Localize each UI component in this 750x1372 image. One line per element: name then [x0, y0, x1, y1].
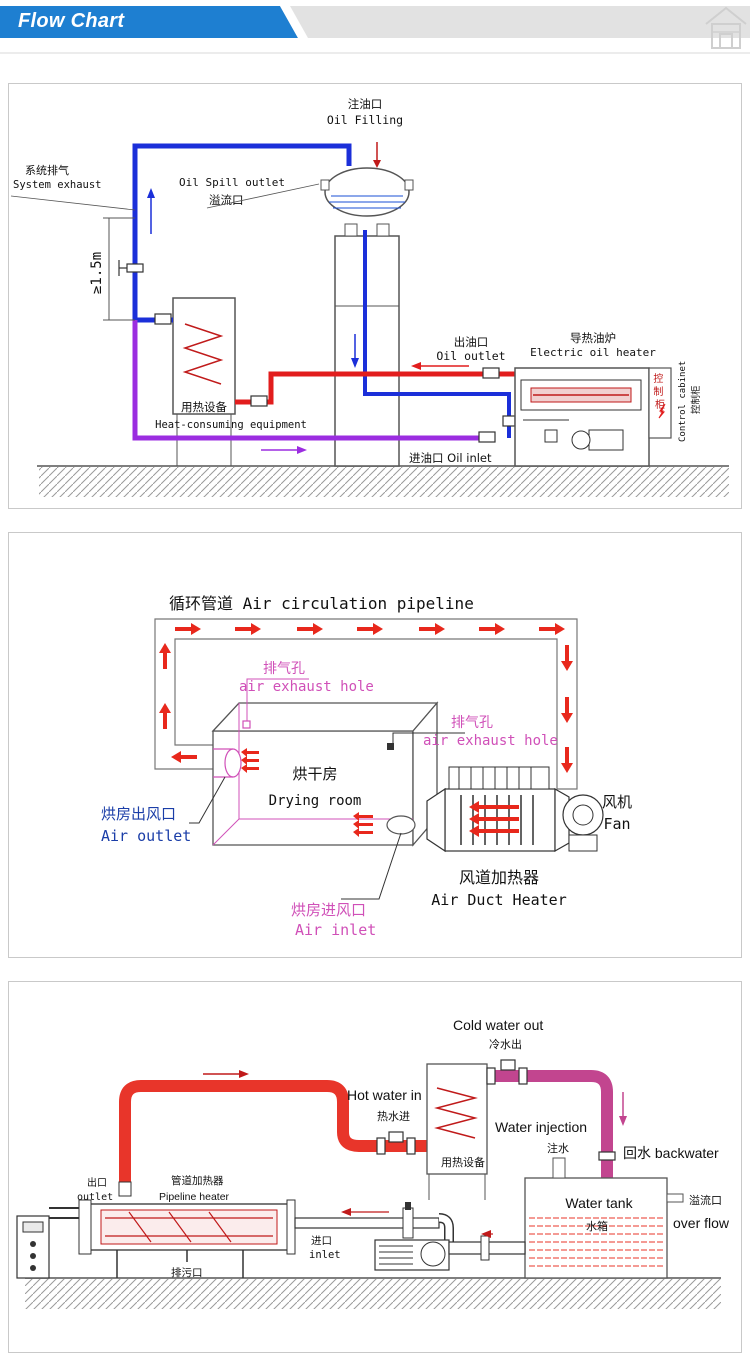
valves [126, 263, 516, 443]
control-cabinet-char-3: 柜 [655, 398, 665, 411]
exhaust1-en-label: air exhaust hole [239, 679, 374, 695]
oil-spill-en-label: Oil Spill outlet [179, 176, 285, 189]
exhaust-hole-2 [387, 743, 394, 750]
exhaust1-cn-label: 排气孔 [263, 661, 305, 677]
outlet-cn-label: 出口 [87, 1176, 107, 1189]
oil-filling-en-label: Oil Filling [327, 113, 403, 127]
exhaust-hole-1 [242, 720, 251, 729]
control-cabinet-char-1: 控 [653, 372, 663, 385]
fan-cn-label: 风机 [602, 793, 632, 811]
exhaust-pipe [132, 143, 352, 323]
oil-heater-diagram-panel: 注油口 Oil Filling 系统排气 System exhaust Oil … [8, 83, 742, 509]
cold-water-out-label: Cold water out [453, 1017, 543, 1033]
heater-en-label: Air Duct Heater [431, 891, 566, 909]
flow-arrows-top [175, 623, 565, 635]
injection-cn-label: 注水 [547, 1141, 569, 1155]
equipment-cn-label: 用热设备 [181, 400, 227, 414]
cold-water-cn-label: 冷水出 [489, 1037, 522, 1051]
inlet-en-label: inlet [309, 1249, 341, 1261]
hot-water-in-label: Hot water in [347, 1087, 422, 1103]
water-heater-diagram: Cold water out 冷水出 Hot water in 热水进 Wate… [16, 1017, 730, 1309]
pipeline-heater-cn-label: 管道加热器 [171, 1174, 224, 1187]
expansion-tank [324, 167, 410, 217]
oil-inlet-label: 进油口 Oil inlet [409, 451, 492, 465]
oil-outlet-en-label: Oil outlet [436, 349, 505, 363]
page-title: Flow Chart [18, 10, 125, 32]
control-cabinet-cn-label: 控制柜 [690, 385, 702, 414]
water-heater-diagram-panel: Cold water out 冷水出 Hot water in 热水进 Wate… [8, 981, 742, 1353]
inlet-cn-label: 进口 [311, 1235, 332, 1247]
hot-water-pipe [119, 1080, 427, 1186]
room-en-label: Drying room [269, 793, 362, 809]
backwater-label: 回水 backwater [623, 1145, 719, 1161]
inlet-oil-pipe [132, 320, 495, 441]
flow-arrows-left [159, 643, 197, 763]
pipeline-label: 循环管道 Air circulation pipeline [169, 594, 474, 613]
system-exhaust-en-label: System exhaust [13, 179, 102, 191]
circulation-duct [154, 618, 578, 790]
oil-spill-cn-label: 溢流口 [209, 193, 244, 207]
heat-consuming-equipment [426, 1063, 488, 1175]
outlet-en-label: Air outlet [101, 827, 191, 845]
drying-room [212, 730, 414, 846]
control-cabinet-en-label: Control cabinet [678, 361, 688, 442]
water-tank-cn-label: 水箱 [586, 1219, 608, 1233]
header-banner [0, 6, 750, 54]
heater-en-label: Electric oil heater [530, 346, 656, 359]
equipment-cn-label: 用热设备 [441, 1155, 485, 1169]
overflow-cn-label: 溢流口 [689, 1193, 722, 1207]
outlet-en-label: outlet [77, 1192, 113, 1203]
air-duct-diagram-panel: 循环管道 Air circulation pipeline 排气孔 air ex… [8, 532, 742, 958]
heat-consuming-equipment [172, 297, 236, 415]
heater-cn-label: 风道加热器 [459, 868, 539, 887]
flow-arrows-right [561, 645, 573, 773]
page-header: Flow Chart [0, 0, 750, 55]
overflow-en-label: over flow [673, 1215, 730, 1231]
air-inlet-opening [386, 815, 416, 835]
oil-heater-diagram: 注油口 Oil Filling 系统排气 System exhaust Oil … [10, 97, 729, 497]
water-injection-label: Water injection [495, 1119, 587, 1135]
ground-hatch [39, 467, 729, 497]
tank-water-level [529, 1217, 663, 1267]
height-dimension-label: ≥1.5m [89, 252, 105, 294]
home-icon[interactable] [702, 2, 750, 52]
oil-filling-cn-label: 注油口 [348, 97, 383, 111]
inlet-water-pipe [294, 1217, 440, 1229]
heater-cn-label: 导热油炉 [570, 331, 616, 345]
water-tank [524, 1177, 668, 1279]
fan-en-label: Fan [603, 815, 630, 833]
oil-outlet-cn-label: 出油口 [454, 335, 489, 349]
inlet-cn-label: 烘房进风口 [291, 901, 366, 919]
inlet-en-label: Air inlet [295, 921, 376, 939]
air-duct-diagram: 循环管道 Air circulation pipeline 排气孔 air ex… [101, 594, 632, 939]
room-cn-label: 烘干房 [292, 765, 337, 783]
ground-hatch [25, 1279, 721, 1309]
svg-text:控 制 柜: 控 制 柜 [653, 372, 666, 411]
air-outlet-opening [224, 748, 242, 778]
exhaust2-en-label: air exhaust hole [423, 733, 558, 749]
pipeline-heater-en-label: Pipeline heater [159, 1191, 230, 1203]
system-exhaust-cn-label: 系统排气 [25, 163, 69, 177]
outlet-cn-label: 烘房出风口 [101, 805, 176, 823]
equipment-en-label: Heat-consuming equipment [155, 419, 307, 431]
water-tank-label: Water tank [565, 1195, 633, 1211]
hot-water-cn-label: 热水进 [377, 1110, 410, 1123]
exhaust2-cn-label: 排气孔 [451, 715, 493, 731]
control-cabinet-char-2: 制 [653, 385, 663, 398]
control-cabinet [648, 367, 672, 439]
cold-water-pipe [487, 1070, 613, 1178]
drain-cn-label: 排污口 [171, 1266, 203, 1279]
